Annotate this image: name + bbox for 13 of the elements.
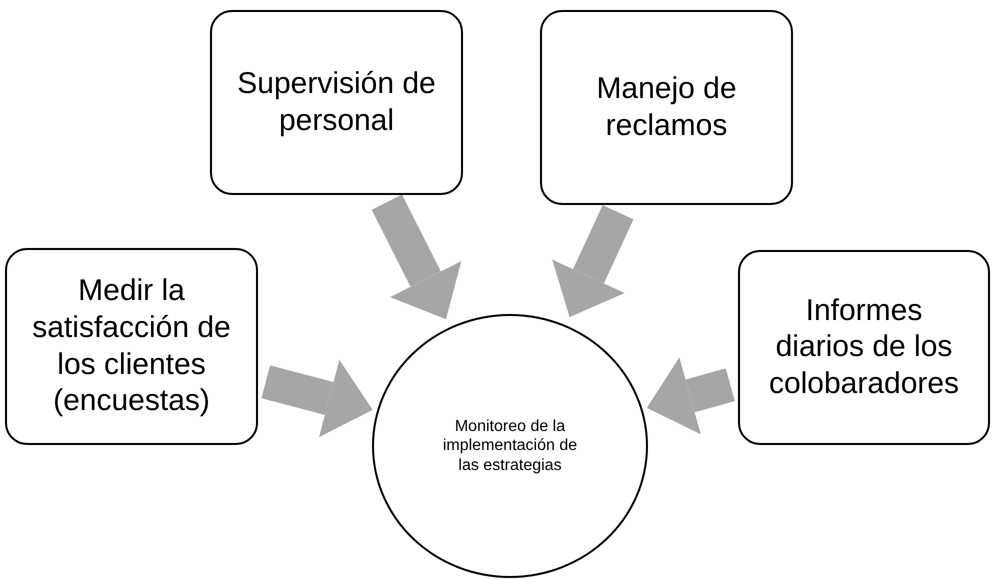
node-label: Supervisión de personal: [236, 66, 437, 138]
rounded-box: [540, 10, 793, 205]
node-label: Manejo de reclamos: [595, 70, 738, 144]
block-arrow: [552, 205, 634, 318]
rounded-box: [210, 10, 463, 195]
block-arrow: [261, 360, 373, 438]
node-label: Monitoreo de la implementación de las estrategias: [442, 416, 578, 476]
rounded-box: [738, 250, 990, 445]
rounded-box: [5, 248, 258, 445]
block-arrow: [372, 194, 462, 320]
node-label: Informes diarios de los colobaradores: [768, 292, 960, 402]
node-label: Medir la satisfacción de los clientes (encuestas): [31, 273, 232, 420]
block-arrow: [646, 357, 735, 434]
